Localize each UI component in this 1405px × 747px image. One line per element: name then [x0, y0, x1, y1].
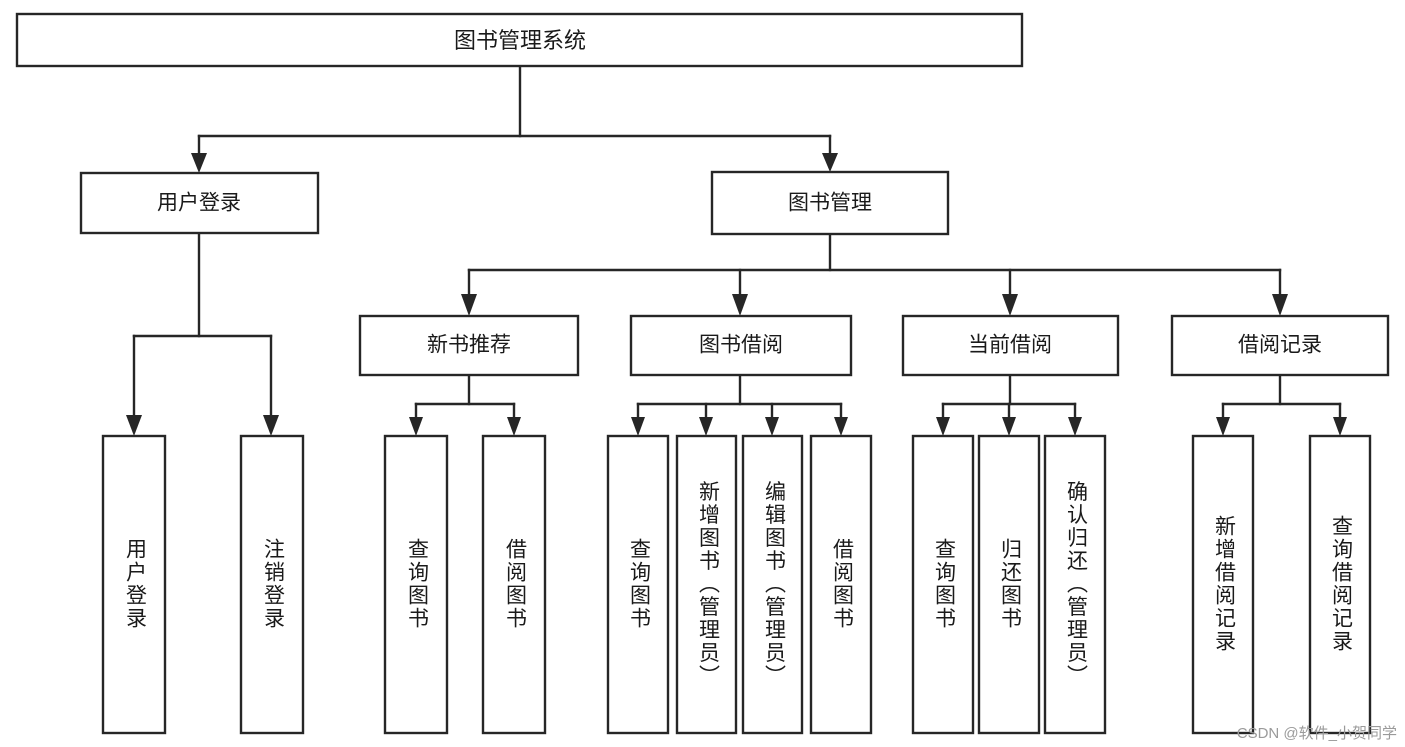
arrow-head-borrow-record: [1272, 294, 1288, 316]
node-root-label: 图书管理系统: [454, 28, 586, 53]
arrow-head-currentborrow-leaf-1: [936, 417, 950, 436]
leaf-currentborrow-return-book-label: 归还图书: [998, 538, 1022, 630]
leaf-bookborrow-add-book-label: 新增图书（管理员）: [696, 481, 720, 688]
leaf-logout-label: 注销登录: [261, 538, 285, 630]
node-new-book-recommend-label: 新书推荐: [427, 334, 511, 357]
leaf-currentborrow-query-book-label: 查询图书: [932, 538, 956, 630]
leaf-bookborrow-add-book[interactable]: 新增图书（管理员）: [675, 434, 738, 735]
leaf-newbook-query-book-box[interactable]: [383, 434, 449, 735]
node-user-login-label: 用户登录: [157, 192, 241, 215]
arrow-head-book-borrow: [732, 294, 748, 316]
arrow-head-borrowrecord-leaf-2: [1333, 417, 1347, 436]
leaf-newbook-borrow-book[interactable]: 借阅图书: [481, 434, 547, 735]
node-new-book-recommend[interactable]: 新书推荐: [358, 314, 580, 377]
arrow-head-bookborrow-leaf-2: [699, 417, 713, 436]
node-user-login[interactable]: 用户登录: [79, 171, 320, 235]
arrow-head-current-borrow: [1002, 294, 1018, 316]
leaf-borrowrecord-query-record[interactable]: 查询借阅记录: [1308, 434, 1372, 735]
arrow-head-bookborrow-leaf-3: [765, 417, 779, 436]
leaf-currentborrow-confirm-return-label: 确认归还（管理员）: [1064, 481, 1088, 688]
node-current-borrow[interactable]: 当前借阅: [901, 314, 1120, 377]
node-book-management[interactable]: 图书管理: [710, 170, 950, 236]
leaf-bookborrow-borrow-book-box[interactable]: [809, 434, 873, 735]
leaf-bookborrow-query-book-label: 查询图书: [627, 538, 651, 630]
node-borrow-record[interactable]: 借阅记录: [1170, 314, 1390, 377]
node-borrow-record-box[interactable]: [1170, 314, 1390, 377]
leaf-currentborrow-confirm-return-box[interactable]: [1043, 434, 1107, 735]
leaf-user-login-label: 用户登录: [123, 538, 147, 630]
node-root-box[interactable]: [15, 12, 1024, 68]
leaf-currentborrow-query-book-box[interactable]: [911, 434, 975, 735]
leaf-bookborrow-edit-book[interactable]: 编辑图书（管理员）: [741, 434, 804, 735]
node-book-borrow-label: 图书借阅: [699, 334, 783, 357]
leaf-currentborrow-confirm-return[interactable]: 确认归还（管理员）: [1043, 434, 1107, 735]
leaf-currentborrow-return-book[interactable]: 归还图书: [977, 434, 1041, 735]
arrow-head-leaf-user-login: [126, 415, 142, 436]
arrow-head-borrowrecord-leaf-1: [1216, 417, 1230, 436]
arrow-head-currentborrow-leaf-3: [1068, 417, 1082, 436]
node-root-system[interactable]: 图书管理系统: [15, 12, 1024, 68]
leaf-newbook-borrow-book-label: 借阅图书: [503, 538, 527, 630]
leaf-borrowrecord-add-record-box[interactable]: [1191, 434, 1255, 735]
arrow-head-user-login: [191, 153, 207, 173]
leaf-bookborrow-edit-book-box[interactable]: [741, 434, 804, 735]
leaf-bookborrow-borrow-book-label: 借阅图书: [830, 538, 854, 630]
leaf-bookborrow-query-book[interactable]: 查询图书: [606, 434, 670, 735]
leaf-borrowrecord-add-record[interactable]: 新增借阅记录: [1191, 434, 1255, 735]
leaf-user-login-box[interactable]: [101, 434, 167, 735]
arrow-head-leaf-logout: [263, 415, 279, 436]
arrow-head-bookborrow-leaf-4: [834, 417, 848, 436]
leaf-currentborrow-return-book-box[interactable]: [977, 434, 1041, 735]
arrow-head-currentborrow-leaf-2: [1002, 417, 1016, 436]
node-book-borrow[interactable]: 图书借阅: [629, 314, 853, 377]
leaf-logout[interactable]: 注销登录: [239, 434, 305, 735]
leaf-borrowrecord-query-record-box[interactable]: [1308, 434, 1372, 735]
node-current-borrow-label: 当前借阅: [968, 334, 1052, 357]
arrow-head-new-book: [461, 294, 477, 316]
node-user-login-box[interactable]: [79, 171, 320, 235]
leaf-currentborrow-query-book[interactable]: 查询图书: [911, 434, 975, 735]
leaf-user-login[interactable]: 用户登录: [101, 434, 167, 735]
leaf-borrowrecord-add-record-label: 新增借阅记录: [1212, 515, 1236, 653]
leaf-bookborrow-query-book-box[interactable]: [606, 434, 670, 735]
arrow-head-newbook-leaf-2: [507, 417, 521, 436]
node-current-borrow-box[interactable]: [901, 314, 1120, 377]
leaf-newbook-query-book[interactable]: 查询图书: [383, 434, 449, 735]
node-book-management-box[interactable]: [710, 170, 950, 236]
leaf-logout-box[interactable]: [239, 434, 305, 735]
connector-layer: [126, 63, 1347, 436]
leaf-bookborrow-add-book-box[interactable]: [675, 434, 738, 735]
leaf-newbook-borrow-book-box[interactable]: [481, 434, 547, 735]
node-new-book-recommend-box[interactable]: [358, 314, 580, 377]
arrow-head-book-mgmt: [822, 153, 838, 172]
arrow-head-newbook-leaf-1: [409, 417, 423, 436]
node-book-management-label: 图书管理: [788, 192, 872, 215]
leaf-newbook-query-book-label: 查询图书: [405, 538, 429, 630]
leaf-bookborrow-edit-book-label: 编辑图书（管理员）: [762, 481, 786, 688]
node-borrow-record-label: 借阅记录: [1238, 334, 1322, 357]
node-book-borrow-box[interactable]: [629, 314, 853, 377]
arrow-head-bookborrow-leaf-1: [631, 417, 645, 436]
leaf-borrowrecord-query-record-label: 查询借阅记录: [1329, 515, 1353, 653]
leaf-bookborrow-borrow-book[interactable]: 借阅图书: [809, 434, 873, 735]
